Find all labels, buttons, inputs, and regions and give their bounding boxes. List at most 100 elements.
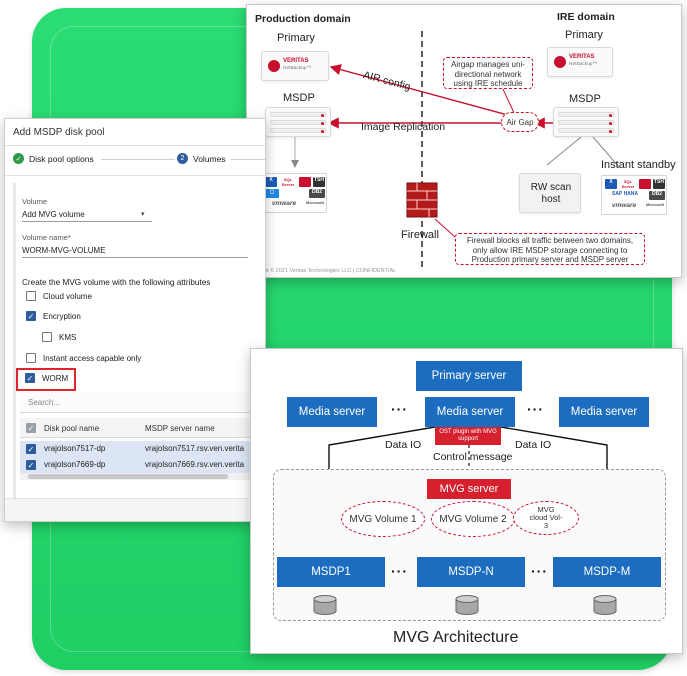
copyright-text: opyright © 2021 Veritas Technologies LLC… <box>249 268 397 274</box>
ellipsis: ··· <box>391 401 408 417</box>
firewall-icon <box>406 182 438 218</box>
vertical-scrollbar[interactable] <box>13 183 16 513</box>
microsoft-logo: Microsoft <box>305 200 325 211</box>
primary-left-label: Primary <box>277 32 315 44</box>
tsh-logo: TSH <box>313 177 325 187</box>
msdp-right-rack <box>553 107 619 137</box>
checkbox-label: KMS <box>59 332 77 342</box>
air-gap-node: Air Gap <box>501 112 539 132</box>
rw-scan-host-label: RW scan host <box>530 182 572 205</box>
table-row[interactable]: ✓ vrajolson7517-dp vrajolson7517.rsv.ven… <box>20 441 262 457</box>
db2-logo: DB2 <box>309 189 325 198</box>
sql-server-logo: SQL Server <box>619 179 637 189</box>
worm-checkbox[interactable]: ✓ WORM <box>25 373 68 383</box>
msdp-server-cell: vrajolson7517.rsv.ven.verita <box>145 444 245 453</box>
primary-right-label: Primary <box>565 29 603 41</box>
table-row[interactable]: ✓ vrajolson7669-dp vrajolson7669.rsv.ven… <box>20 457 262 473</box>
ellipsis: ··· <box>531 563 548 579</box>
veritas-name: VERITAS <box>569 54 595 60</box>
primary-left-server: VERITAS NetBackup™ <box>261 51 329 81</box>
image-replication-label: Image Replication <box>361 121 446 133</box>
domains-connectors <box>291 31 620 267</box>
mvg-volume-2: MVG Volume 2 <box>431 501 515 537</box>
domains-diagram-panel: Production domain IRE domain Primary Pri… <box>246 4 682 278</box>
dialog-footer <box>5 498 248 521</box>
volume-name-input[interactable]: WORM-MVG-VOLUME <box>22 246 106 255</box>
vmware-logo: vmware <box>605 202 643 213</box>
check-icon: ✓ <box>13 153 24 164</box>
air-gap-label: Air Gap <box>506 118 534 127</box>
checkbox-icon <box>42 332 52 342</box>
checkbox-label: Cloud volume <box>43 291 92 301</box>
sql-server-logo: SQL Server <box>279 177 297 187</box>
msdp1-node: MSDP1 <box>277 557 385 587</box>
checkbox-icon <box>26 291 36 301</box>
veritas-product: NetBackup™ <box>569 62 598 67</box>
storage-disk-icon <box>313 595 337 615</box>
volume-select[interactable]: Add MVG volume <box>22 210 85 219</box>
checkbox-icon <box>26 353 36 363</box>
microsoft-logo: Microsoft <box>645 202 665 213</box>
caret-down-icon[interactable]: ▾ <box>141 211 145 218</box>
step-disk-pool-options[interactable]: ✓ Disk pool options <box>13 153 94 164</box>
airgap-note: Airgap manages uni-directional network u… <box>443 57 533 89</box>
column-msdp-server-name[interactable]: MSDP server name <box>145 424 215 433</box>
volume-label: Volume <box>22 197 48 206</box>
airgap-note-text: Airgap manages uni-directional network u… <box>451 60 525 88</box>
instant-standby-label: Instant standby <box>601 159 676 171</box>
checkbox-checked-icon: ✓ <box>26 311 36 321</box>
disk-pool-name-cell: vrajolson7517-dp <box>44 444 106 453</box>
msdp-left-rack <box>265 107 331 137</box>
veritas-product: NetBackup™ <box>283 66 312 71</box>
cloud-volume-checkbox[interactable]: Cloud volume <box>26 291 92 301</box>
select-all-checkbox[interactable]: ✓ <box>26 423 36 433</box>
encryption-checkbox[interactable]: ✓ Encryption <box>26 311 81 321</box>
rw-scan-host-box: RW scan host <box>519 173 581 213</box>
attributes-heading: Create the MVG volume with the following… <box>22 278 211 287</box>
msdp-server-cell: vrajolson7669.rsv.ven.verita <box>145 460 245 469</box>
storage-disk-icon <box>593 595 617 615</box>
msdp-left-label: MSDP <box>283 92 315 104</box>
scrollbar-thumb[interactable] <box>28 474 228 479</box>
horizontal-scrollbar[interactable] <box>20 473 262 480</box>
step-number-icon: 2 <box>177 153 188 164</box>
mvg-volume-1: MVG Volume 1 <box>341 501 425 537</box>
data-io-left-label: Data IO <box>385 439 422 451</box>
firewall-note-text: Firewall blocks all traffic between two … <box>466 236 634 264</box>
msdp-right-label: MSDP <box>569 93 601 105</box>
sap-hana-logo: SAP HANA <box>605 191 645 200</box>
row-checkbox[interactable]: ✓ <box>26 460 36 470</box>
search-placeholder: Search... <box>28 398 61 407</box>
divider <box>5 145 265 146</box>
disk-pool-name-cell: vrajolson7669-dp <box>44 460 106 469</box>
kms-checkbox[interactable]: KMS <box>42 332 76 342</box>
primary-right-server: VERITAS NetBackup™ <box>547 47 613 77</box>
step-label: Volumes <box>193 153 226 164</box>
worm-highlight-frame <box>16 368 76 391</box>
divider <box>5 175 265 176</box>
storage-disk-icon <box>455 595 479 615</box>
media-server-node: Media server <box>559 397 649 427</box>
db2-logo: DB2 <box>649 191 665 200</box>
ellipsis: ··· <box>391 563 408 579</box>
msdp-n-node: MSDP-N <box>417 557 525 587</box>
ost-plugin-badge: OST plugin with MVG support <box>435 427 501 445</box>
row-checkbox[interactable]: ✓ <box>26 444 36 454</box>
firewall-label: Firewall <box>401 229 439 241</box>
instant-access-checkbox[interactable]: Instant access capable only <box>26 353 141 363</box>
vmware-logo: vmware <box>265 200 303 211</box>
workload-logos-left: X SQL Server TSH ▢ DB2 vmware Microsoft <box>261 173 327 213</box>
table-header: ✓ Disk pool name MSDP server name <box>20 418 262 438</box>
msdp-m-node: MSDP-M <box>553 557 661 587</box>
control-message-label: Control message <box>433 451 513 463</box>
dialog-title: Add MSDP disk pool <box>13 127 105 138</box>
step-label: Disk pool options <box>29 153 94 164</box>
column-disk-pool-name[interactable]: Disk pool name <box>44 424 100 433</box>
firewall-note: Firewall blocks all traffic between two … <box>455 233 645 265</box>
step-volumes[interactable]: 2 Volumes <box>177 153 226 164</box>
media-server-node: Media server <box>425 397 515 427</box>
table-search-input[interactable]: Search... <box>20 392 262 413</box>
veritas-name: VERITAS <box>283 58 309 64</box>
primary-server-node: Primary server <box>416 361 522 391</box>
volume-name-underline <box>22 257 248 258</box>
